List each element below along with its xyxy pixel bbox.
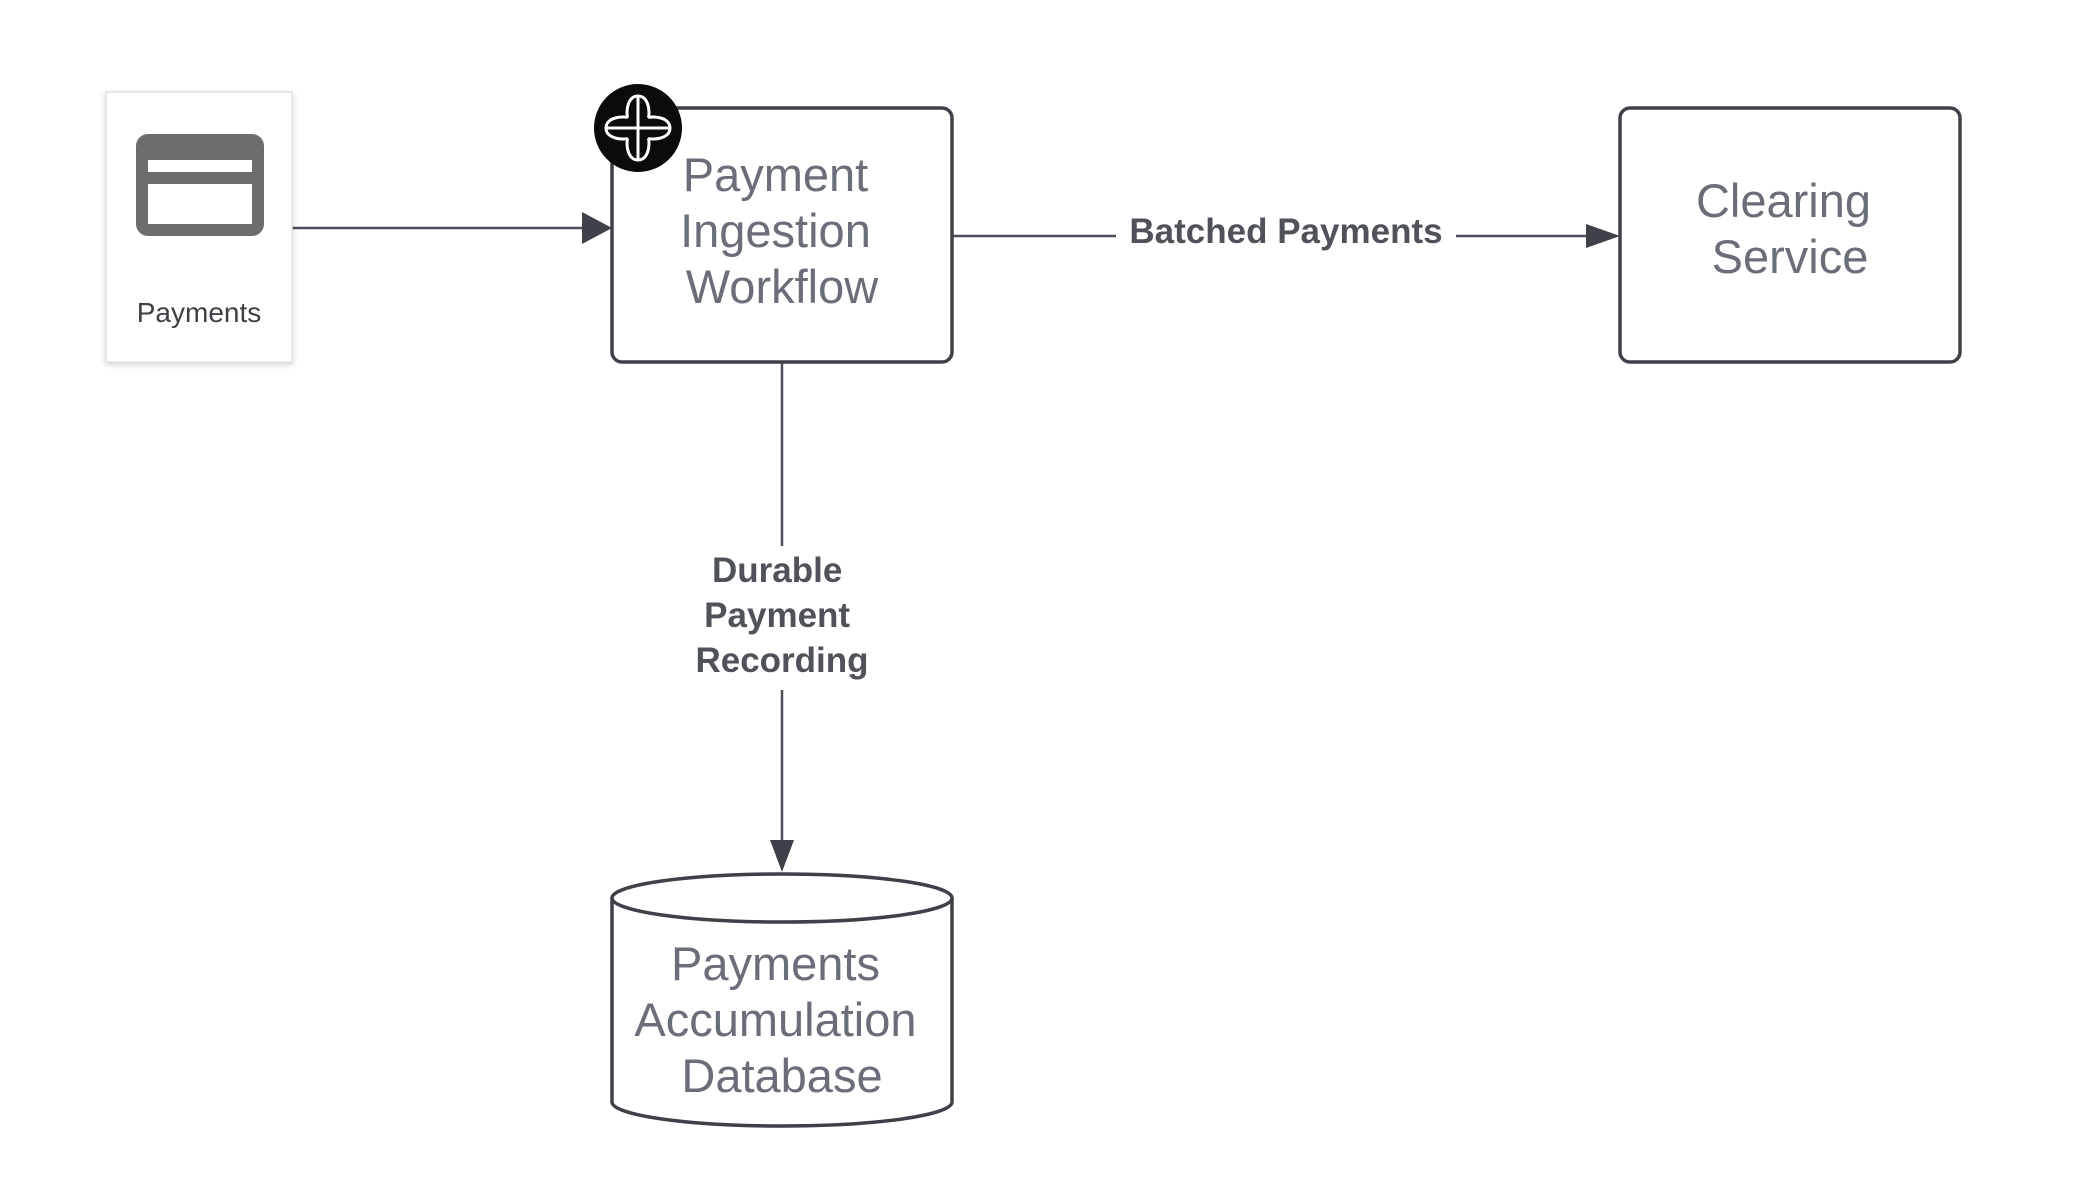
clearing-node-label: Clearing Service — [1696, 174, 1884, 283]
payments-accumulation-database-node[interactable]: Payments Accumulation Database — [610, 872, 954, 1128]
edge-source-to-ingestion — [292, 212, 612, 244]
arrowhead — [770, 840, 794, 872]
temporal-logo-icon — [594, 84, 682, 172]
ingestion-node-label: Payment Ingestion Workflow — [680, 148, 884, 313]
arrowhead — [1586, 224, 1620, 248]
database-node-label: Payments Accumulation Database — [634, 937, 929, 1102]
payments-source-label: Payments — [137, 297, 262, 328]
edge-ingestion-to-clearing: Batched Payments — [952, 212, 1620, 251]
payments-source-node[interactable]: Payments — [105, 91, 293, 363]
payment-ingestion-workflow-node[interactable]: Payment Ingestion Workflow — [610, 106, 954, 364]
edge-label-durable-payment-recording: Durable Payment Recording — [695, 551, 868, 680]
edge-label-batched-payments: Batched Payments — [1129, 212, 1442, 251]
edge-ingestion-to-database: Durable Payment Recording — [695, 362, 869, 872]
arrowhead — [582, 212, 612, 244]
credit-card-icon — [136, 134, 264, 236]
clearing-service-node[interactable]: Clearing Service — [1618, 106, 1962, 364]
